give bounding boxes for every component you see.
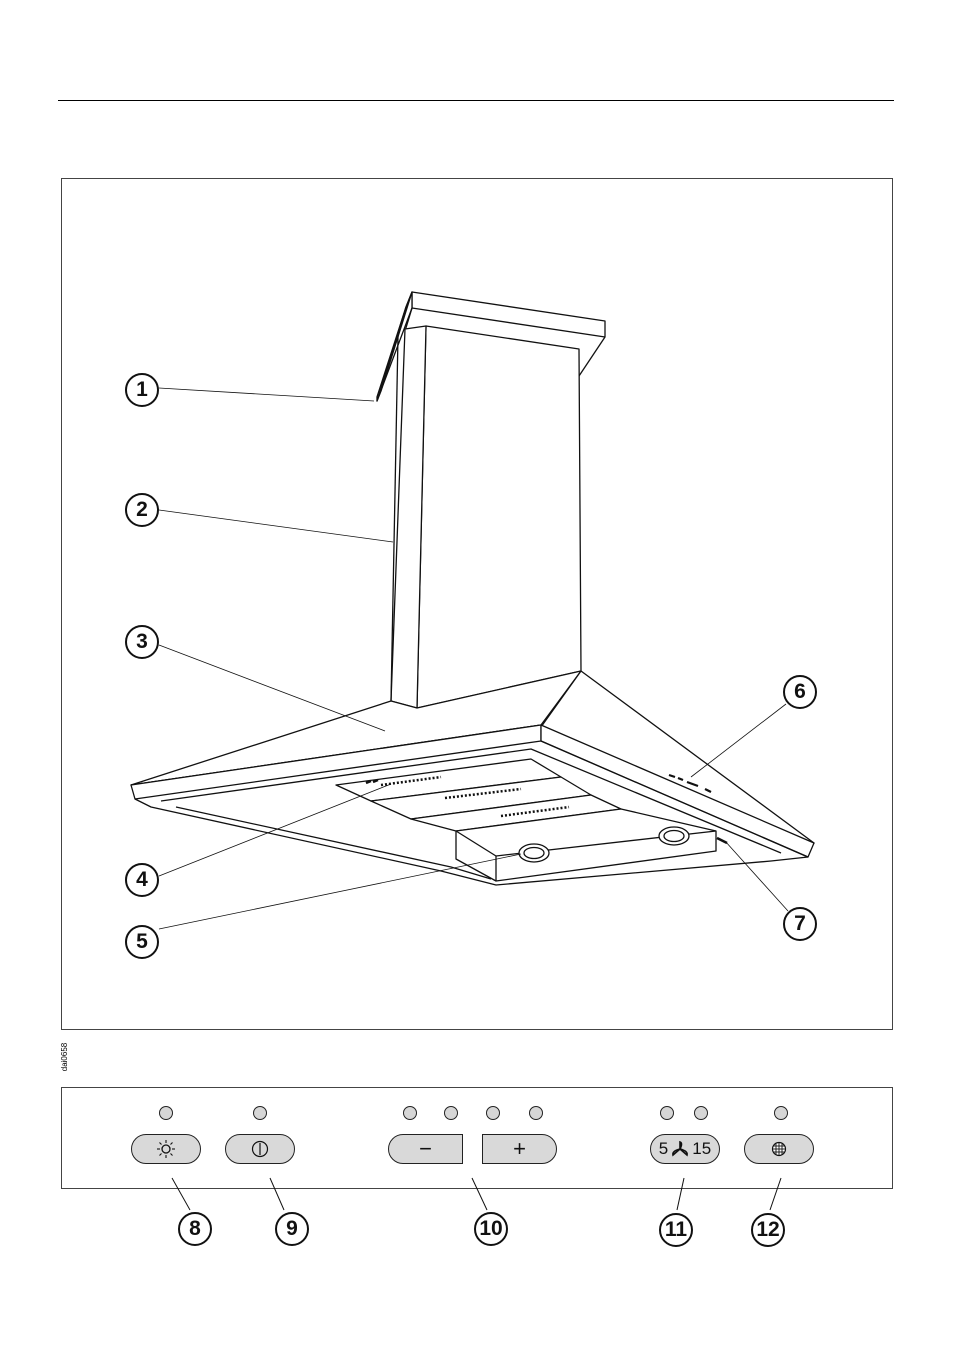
minus-button[interactable]: − (388, 1134, 463, 1164)
callout-7: 7 (783, 907, 817, 941)
callout-6: 6 (783, 675, 817, 709)
callout-4: 4 (125, 863, 159, 897)
led-speed-2 (444, 1106, 458, 1120)
power-icon (250, 1139, 270, 1159)
led-light (159, 1106, 173, 1120)
power-button[interactable] (225, 1134, 295, 1164)
callout-8: 8 (178, 1212, 212, 1246)
led-speed-3 (486, 1106, 500, 1120)
filter-button[interactable] (744, 1134, 814, 1164)
control-panel: − + 5 15 (61, 1087, 893, 1189)
header-rule (58, 100, 894, 101)
callout-11: 11 (659, 1213, 693, 1247)
figure-code: dai0658 (60, 1042, 70, 1072)
led-timer-15 (694, 1106, 708, 1120)
timer-left-label: 5 (659, 1139, 668, 1159)
sun-icon (156, 1139, 176, 1159)
fan-icon (669, 1140, 691, 1158)
callout-12: 12 (751, 1213, 785, 1247)
chimney-front (417, 326, 581, 708)
callout-2: 2 (125, 493, 159, 527)
minus-label: − (419, 1138, 432, 1160)
led-speed-1 (403, 1106, 417, 1120)
plus-button[interactable]: + (482, 1134, 557, 1164)
plus-label: + (513, 1138, 526, 1160)
filter-grid-icon (771, 1141, 787, 1157)
callout-9: 9 (275, 1212, 309, 1246)
timer-right-label: 15 (692, 1139, 711, 1159)
callout-1: 1 (125, 373, 159, 407)
callout-3: 3 (125, 625, 159, 659)
led-timer-5 (660, 1106, 674, 1120)
callout-5: 5 (125, 925, 159, 959)
light-button[interactable] (131, 1134, 201, 1164)
callout-10: 10 (474, 1212, 508, 1246)
led-speed-4 (529, 1106, 543, 1120)
hood-figure: 1 2 3 4 5 6 7 (61, 178, 893, 1030)
led-power (253, 1106, 267, 1120)
led-filter (774, 1106, 788, 1120)
hood-illustration (62, 179, 894, 1031)
timer-button[interactable]: 5 15 (650, 1134, 720, 1164)
